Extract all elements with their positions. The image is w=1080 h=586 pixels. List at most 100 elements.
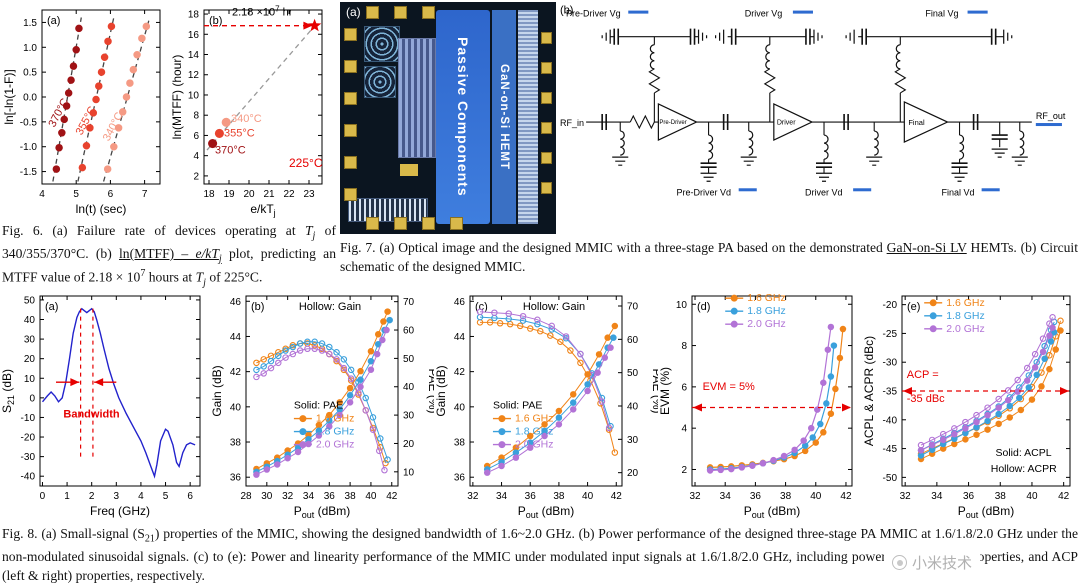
panel-label-b: (b) [560, 5, 573, 17]
svg-text:S21 (dB): S21 (dB) [0, 369, 16, 413]
svg-text:18: 18 [203, 189, 215, 200]
svg-text:-35 dBc: -35 dBc [907, 393, 945, 405]
svg-text:PAE (%): PAE (%) [426, 368, 434, 413]
svg-text:4: 4 [39, 189, 45, 200]
svg-text:10: 10 [676, 300, 688, 311]
svg-text:19: 19 [223, 189, 235, 200]
svg-text:60: 60 [627, 335, 639, 346]
svg-text:36: 36 [454, 473, 466, 484]
svg-text:7: 7 [142, 189, 148, 200]
svg-text:60: 60 [403, 326, 415, 337]
fig6-caption: Fig. 6. (a) Failure rate of devices oper… [2, 223, 336, 289]
svg-text:(a): (a) [45, 301, 58, 313]
svg-text:1.8 GHz: 1.8 GHz [747, 305, 786, 317]
fig7b-circuit-schematic: (b) Pre-Driver Driver Final Pre-Driver V… [560, 5, 1066, 198]
ground-symbol [601, 29, 1028, 182]
svg-text:30: 30 [627, 435, 639, 446]
svg-text:32: 32 [689, 491, 701, 502]
svg-text:Pout (dBm): Pout (dBm) [518, 504, 575, 520]
svg-text:(b): (b) [251, 301, 264, 313]
svg-text:ACP =: ACP = [907, 369, 939, 381]
amp-final [903, 101, 949, 144]
svg-text:38: 38 [995, 491, 1007, 502]
svg-text:-45: -45 [883, 444, 898, 455]
svg-text:1.0: 1.0 [23, 43, 37, 54]
svg-text:Hollow: ACPR: Hollow: ACPR [991, 463, 1057, 475]
brand-flower-icon [892, 555, 907, 570]
svg-text:30: 30 [403, 411, 415, 422]
svg-text:2.0 GHz: 2.0 GHz [747, 318, 786, 330]
svg-text:1: 1 [64, 491, 70, 502]
svg-text:6: 6 [108, 189, 114, 200]
svg-text:1.8 GHz: 1.8 GHz [316, 426, 355, 438]
matching-network-structure [398, 38, 436, 158]
amp-pre-driver [657, 103, 698, 142]
bond-pad [541, 122, 552, 134]
svg-text:44: 44 [230, 332, 242, 343]
svg-text:0.0: 0.0 [23, 93, 37, 104]
svg-text:30: 30 [24, 335, 36, 346]
svg-text:4: 4 [193, 151, 199, 162]
hemt-finger-array [518, 10, 538, 224]
inductor [620, 44, 1025, 160]
svg-text:3: 3 [114, 491, 120, 502]
bond-pad [344, 60, 357, 73]
svg-text:Pout (dBm): Pout (dBm) [744, 504, 801, 520]
svg-text:46: 46 [230, 297, 242, 308]
svg-text:10: 10 [403, 467, 415, 478]
svg-text:1.6 GHz: 1.6 GHz [946, 297, 985, 309]
passive-components-label: Passive Components [455, 37, 471, 197]
wire [586, 36, 1032, 174]
svg-text:16: 16 [188, 30, 200, 41]
hemt-label: GaN-on-Si HEMT [498, 64, 510, 170]
svg-text:ACPL & ACPR (dBc): ACPL & ACPR (dBc) [862, 336, 876, 446]
svg-text:10: 10 [24, 374, 36, 385]
svg-text:EVM = 5%: EVM = 5% [703, 381, 755, 393]
driver-vd-label: Driver Vd [805, 187, 843, 197]
svg-text:21: 21 [263, 189, 275, 200]
capacitor [601, 28, 1008, 168]
svg-text:38: 38 [780, 491, 792, 502]
svg-text:340°C: 340°C [231, 113, 262, 125]
svg-text:5: 5 [163, 491, 169, 502]
svg-text:-35: -35 [883, 387, 898, 398]
svg-text:70: 70 [403, 297, 415, 308]
svg-text:12: 12 [188, 70, 200, 81]
svg-text:40: 40 [24, 315, 36, 326]
fig7-caption: Fig. 7. (a) Optical image and the design… [340, 240, 1078, 275]
svg-text:Solid: PAE: Solid: PAE [294, 400, 343, 412]
svg-text:40: 40 [1026, 491, 1038, 502]
svg-text:8: 8 [681, 341, 687, 352]
bond-pad [422, 217, 435, 230]
fig8-caption: Fig. 8. (a) Small-signal (S21) propertie… [2, 526, 1078, 584]
bond-pad [344, 156, 357, 169]
svg-text:23: 23 [303, 189, 315, 200]
svg-text:42: 42 [1058, 491, 1070, 502]
svg-text:Hollow: Gain: Hollow: Gain [299, 301, 361, 313]
svg-text:38: 38 [553, 491, 565, 502]
bias-feed-marks [628, 10, 1062, 192]
bond-pad [344, 124, 357, 137]
svg-text:(d): (d) [697, 301, 710, 313]
bond-pad [366, 6, 379, 19]
amp-final-label: Final [908, 118, 925, 127]
svg-text:-40: -40 [21, 472, 36, 483]
svg-text:10: 10 [188, 90, 200, 101]
svg-text:34: 34 [720, 491, 732, 502]
svg-text:5: 5 [73, 189, 79, 200]
svg-text:38: 38 [230, 438, 242, 449]
watermark: 小米技术 [884, 550, 981, 575]
svg-text:38: 38 [454, 438, 466, 449]
svg-text:32: 32 [467, 491, 479, 502]
bond-pad [344, 92, 357, 105]
svg-text:34: 34 [496, 491, 508, 502]
svg-text:Pout (dBm): Pout (dBm) [958, 504, 1015, 520]
bond-pad [422, 6, 435, 19]
svg-text:2: 2 [681, 465, 687, 476]
svg-text:1.6 GHz: 1.6 GHz [747, 292, 786, 304]
